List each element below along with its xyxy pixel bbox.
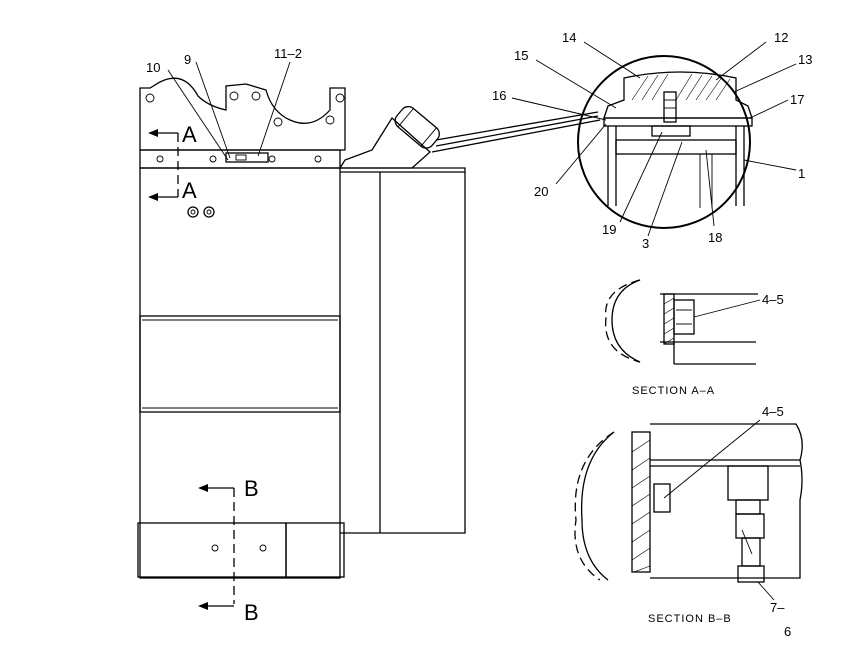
callout-10: 10	[146, 60, 160, 75]
callout-20: 20	[534, 184, 548, 199]
callout-4-5-section-a: 4–5	[762, 292, 784, 307]
callout-17: 17	[790, 92, 804, 107]
detail-view-cap	[577, 55, 753, 229]
foot-bolt	[211, 544, 219, 552]
callout-13: 13	[798, 52, 812, 67]
callout-labels: 10 9 11–2 14 12 13 15 16 17 20 1 19 3 18…	[146, 30, 812, 639]
bracket-hole	[145, 93, 155, 103]
callout-6: 6	[784, 624, 791, 639]
callout-4-5-section-b: 4–5	[762, 404, 784, 419]
bolt-head	[673, 299, 695, 335]
section-a-a-view	[604, 279, 761, 365]
callout-15: 15	[514, 48, 528, 63]
side-panel	[340, 167, 466, 534]
section-title-a-a: SECTION A–A	[632, 385, 715, 397]
leader-lines	[167, 61, 601, 161]
bolt-head	[653, 483, 671, 513]
callout-1: 1	[798, 166, 805, 181]
drain-cap	[737, 565, 765, 583]
tank-strap	[139, 315, 341, 413]
section-marker-b-bottom: B	[244, 600, 259, 625]
port-fitting	[203, 206, 215, 218]
cap-gasket	[603, 117, 753, 127]
filler-cap	[394, 106, 440, 149]
mounting-foot	[285, 522, 345, 578]
callout-14: 14	[562, 30, 576, 45]
bracket-hole	[335, 93, 345, 103]
strainer-nut	[651, 125, 691, 137]
flange-bolt	[268, 155, 276, 163]
section-titles: SECTION A–A SECTION B–B	[632, 385, 732, 625]
cap-stud	[663, 91, 677, 123]
strainer	[615, 139, 737, 155]
flange-bolt	[156, 155, 164, 163]
filler-neck	[338, 117, 431, 169]
bracket-hole	[229, 91, 239, 101]
flange-bolt	[314, 155, 322, 163]
section-marker-a-bottom: A	[182, 178, 197, 203]
foot-bolt	[259, 544, 267, 552]
callout-9: 9	[184, 52, 191, 67]
top-bracket	[139, 77, 346, 151]
flange-bolt	[209, 155, 217, 163]
tank-main-view	[137, 77, 466, 579]
bracket-hole	[273, 117, 283, 127]
port-fitting	[187, 206, 199, 218]
callout-11-2: 11–2	[274, 46, 302, 61]
port-fitting-inner	[206, 209, 212, 215]
sight-gauge-window	[235, 154, 247, 161]
section-marker-a-top: A	[182, 122, 197, 147]
section-title-b-b: SECTION B–B	[648, 613, 732, 625]
callout-3: 3	[642, 236, 649, 251]
drain-valve	[727, 465, 769, 501]
section-b-b-view	[574, 419, 803, 601]
section-markers: A A B B	[182, 122, 259, 625]
detail-leaders	[511, 41, 797, 237]
callout-18: 18	[708, 230, 722, 245]
bracket-hole	[325, 115, 335, 125]
mounting-foot	[137, 522, 287, 578]
section-line-a	[148, 129, 179, 201]
side-plate	[631, 431, 651, 573]
drain-fitting	[735, 513, 765, 539]
filler-cap-detail	[603, 71, 753, 119]
cap-hatch	[631, 73, 731, 101]
callout-7: 7–	[770, 600, 785, 615]
drain-nut	[735, 499, 761, 515]
sight-gauge	[225, 152, 269, 163]
callout-12: 12	[774, 30, 788, 45]
bracket-hole	[251, 91, 261, 101]
callout-19: 19	[602, 222, 616, 237]
callout-16: 16	[492, 88, 506, 103]
tank-body	[139, 167, 341, 579]
section-line-b	[198, 484, 235, 610]
port-fitting-inner	[190, 209, 196, 215]
section-marker-b-top: B	[244, 476, 259, 501]
detail-circle	[577, 55, 751, 229]
